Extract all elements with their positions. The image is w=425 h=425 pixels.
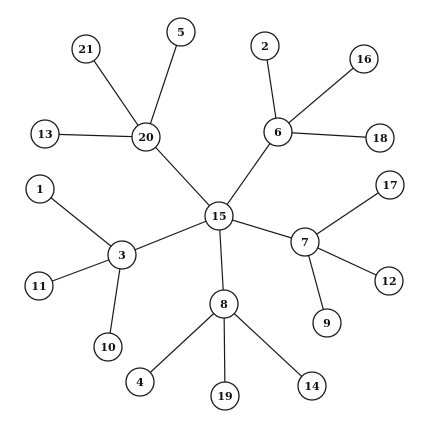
node-circle <box>210 381 240 411</box>
node-label: 6 <box>274 126 282 139</box>
node-label: 18 <box>372 132 388 145</box>
edge-3-1 <box>39 188 123 256</box>
node-circle <box>374 266 404 296</box>
node-10: 10 <box>93 332 123 362</box>
node-label: 20 <box>138 131 154 144</box>
edge-15-8 <box>218 215 225 305</box>
node-circle <box>209 289 239 319</box>
node-circle <box>166 17 196 47</box>
node-circle <box>30 119 60 149</box>
node-circle <box>71 34 101 64</box>
edge-15-6 <box>218 131 279 217</box>
edge-15-20 <box>145 136 220 217</box>
node-circle <box>375 170 405 200</box>
node-label: 3 <box>118 249 126 262</box>
node-label: 12 <box>381 275 396 288</box>
node-circle <box>365 123 395 153</box>
node-circle <box>125 367 155 397</box>
node-20: 20 <box>131 122 161 152</box>
node-label: 17 <box>382 179 397 192</box>
node-label: 15 <box>211 210 226 223</box>
node-circle <box>349 44 379 74</box>
node-circle <box>297 371 327 401</box>
node-6: 6 <box>263 117 293 147</box>
node-1: 1 <box>25 174 55 204</box>
edge-7-17 <box>304 184 391 243</box>
node-12: 12 <box>374 266 404 296</box>
node-circle <box>107 240 137 270</box>
node-circle <box>25 174 55 204</box>
node-label: 5 <box>177 26 185 39</box>
node-9: 9 <box>312 308 342 338</box>
edges-layer <box>38 31 391 397</box>
edge-8-4 <box>139 303 225 383</box>
edge-7-12 <box>304 241 390 282</box>
node-17: 17 <box>375 170 405 200</box>
edge-20-5 <box>145 31 182 138</box>
node-label: 1 <box>36 183 44 196</box>
edge-15-7 <box>218 215 306 243</box>
edge-20-21 <box>85 48 147 138</box>
node-label: 9 <box>323 317 331 330</box>
node-21: 21 <box>71 34 101 64</box>
edge-8-19 <box>223 303 226 397</box>
node-label: 14 <box>304 380 320 393</box>
node-7: 7 <box>290 227 320 257</box>
node-circle <box>290 227 320 257</box>
node-circle <box>312 308 342 338</box>
node-label: 21 <box>78 43 93 56</box>
edge-6-16 <box>277 58 365 133</box>
node-label: 2 <box>261 40 269 53</box>
node-label: 16 <box>356 53 372 66</box>
node-11: 11 <box>24 271 54 301</box>
node-16: 16 <box>349 44 379 74</box>
node-15: 15 <box>204 201 234 231</box>
node-4: 4 <box>125 367 155 397</box>
node-14: 14 <box>297 371 327 401</box>
node-circle <box>24 271 54 301</box>
node-label: 8 <box>220 298 228 311</box>
node-circle <box>131 122 161 152</box>
node-circle <box>263 117 293 147</box>
node-5: 5 <box>166 17 196 47</box>
node-label: 10 <box>100 341 116 354</box>
edge-3-11 <box>38 254 123 287</box>
node-label: 11 <box>31 280 46 293</box>
node-circle <box>250 31 280 61</box>
edge-15-3 <box>121 215 220 256</box>
node-3: 3 <box>107 240 137 270</box>
node-13: 13 <box>30 119 60 149</box>
node-label: 4 <box>136 376 144 389</box>
node-label: 7 <box>301 236 309 249</box>
edge-3-10 <box>107 254 123 348</box>
node-circle <box>204 201 234 231</box>
node-8: 8 <box>209 289 239 319</box>
node-19: 19 <box>210 381 240 411</box>
edge-6-18 <box>277 131 381 139</box>
node-label: 13 <box>37 128 52 141</box>
node-circle <box>93 332 123 362</box>
edge-20-13 <box>44 133 147 138</box>
node-2: 2 <box>250 31 280 61</box>
edge-8-14 <box>223 303 313 387</box>
node-18: 18 <box>365 123 395 153</box>
node-label: 19 <box>217 390 232 403</box>
